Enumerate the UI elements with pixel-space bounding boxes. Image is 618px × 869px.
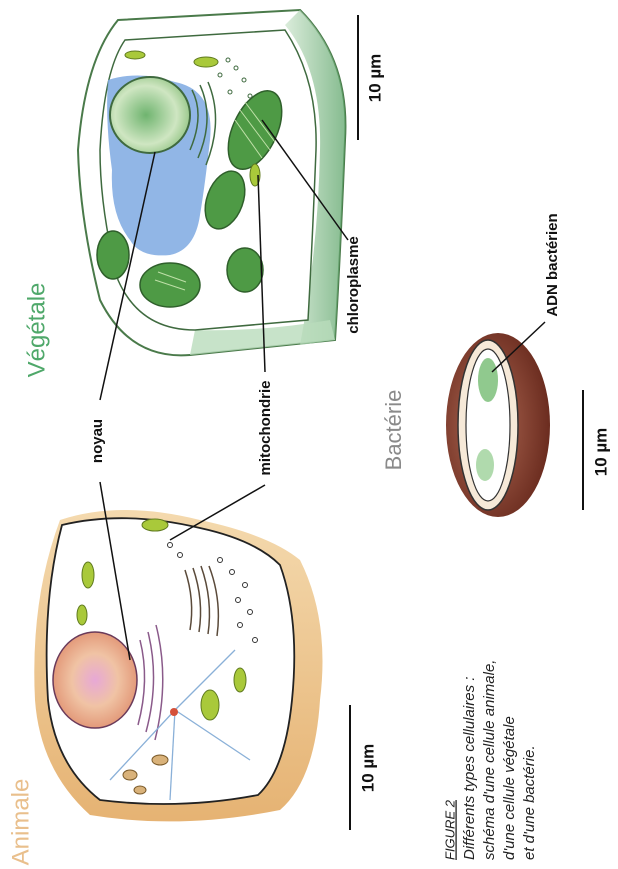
- caption-line-2: schéma d'une cellule animale,: [481, 660, 498, 860]
- plant-title: Végétale: [23, 283, 50, 378]
- animal-mitochondrion: [234, 668, 246, 692]
- centrosome: [170, 708, 178, 716]
- vesicle: [123, 770, 137, 780]
- bacterium: [446, 333, 550, 517]
- chloroplast: [97, 231, 129, 279]
- label-adn-bacterien: ADN bactérien: [544, 213, 561, 316]
- plant-mitochondrion: [194, 57, 218, 67]
- animal-nucleus: [53, 632, 137, 728]
- animal-cell: [34, 510, 322, 821]
- plant-nucleus: [110, 77, 190, 153]
- animal-scale-label: 10 µm: [358, 744, 377, 793]
- plant-scale-label: 10 µm: [365, 54, 384, 103]
- bacterial-dna: [478, 358, 498, 402]
- caption-figure-number: FIGURE 2: [442, 799, 457, 860]
- bacteria-scale-label: 10 µm: [591, 428, 610, 477]
- animal-mitochondrion: [82, 562, 94, 588]
- label-mitochondrie: mitochondrie: [257, 380, 274, 475]
- label-noyau: noyau: [89, 419, 106, 463]
- animal-mitochondrion: [77, 605, 87, 625]
- vesicle: [152, 755, 168, 765]
- animal-mitochondrion: [201, 690, 219, 720]
- bacterial-dna-2: [476, 449, 494, 481]
- animal-mitochondrion: [142, 519, 168, 531]
- bacteria-title: Bactérie: [381, 390, 406, 471]
- chloroplast: [227, 248, 263, 292]
- caption-line-3: d'une cellule végétale: [501, 716, 518, 860]
- caption-line-4: et d'une bactérie.: [521, 745, 538, 860]
- caption-line-1: Différents types cellulaires :: [461, 677, 478, 860]
- plant-mitochondrion: [125, 51, 145, 59]
- plant-cell: [78, 10, 345, 355]
- animal-title: Animale: [7, 779, 34, 866]
- label-chloroplasme: chloroplasme: [345, 236, 362, 334]
- vesicle: [134, 786, 146, 794]
